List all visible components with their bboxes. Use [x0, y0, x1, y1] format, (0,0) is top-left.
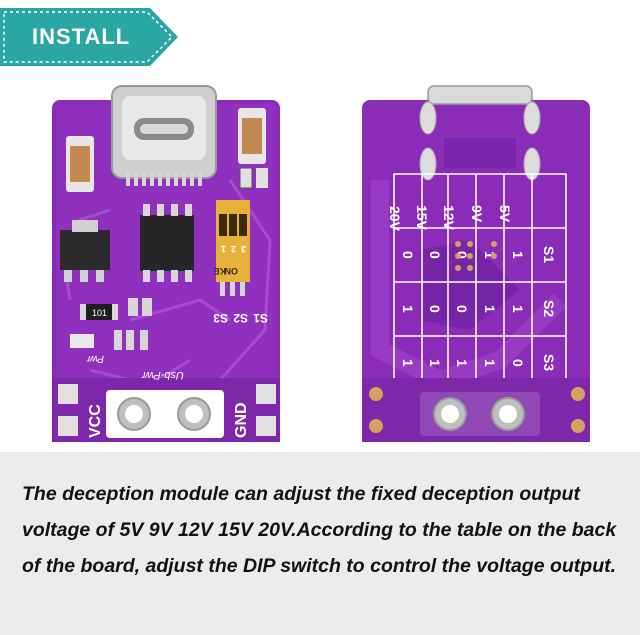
caption-panel: The deception module can adjust the fixe…	[0, 452, 640, 635]
voltage-header-0: 20V	[387, 206, 403, 232]
grid-cell: 0	[454, 251, 470, 259]
grid-row-name: S1	[541, 246, 557, 263]
dip-on-label: ON	[225, 266, 239, 276]
grid-cell: 0	[510, 359, 526, 367]
switch-label-s1: S1	[253, 311, 268, 325]
voltage-header-4: 5V	[497, 205, 513, 223]
grid-cell: 0	[400, 251, 416, 259]
dip-number-2: 2	[231, 244, 236, 254]
grid-cell: 1	[482, 305, 498, 313]
grid-cells: 0 0 0 1 1 1 0 0 1 1 1 1 1 1 0	[400, 251, 526, 367]
switch-label-s3: S3	[213, 311, 228, 325]
voltage-header-2: 12V	[441, 205, 457, 231]
grid-cell: 1	[427, 359, 443, 367]
pin-vcc-label: VCC	[87, 404, 104, 438]
grid-row-name: S2	[541, 300, 557, 317]
grid-cell: 1	[400, 305, 416, 313]
voltage-header-1: 15V	[414, 205, 430, 231]
product-photo: 1 2 3 ON KE S1 S2 S3 101 Pwr	[0, 8, 590, 442]
grid-row-name: S3	[541, 354, 557, 371]
resistor-code: 101	[92, 308, 107, 318]
grid-cell: 1	[510, 251, 526, 259]
grid-cell: 0	[427, 251, 443, 259]
pin-gnd-label: GND	[233, 402, 250, 438]
dip-brand-label: KE	[213, 266, 226, 276]
voltage-header-3: 9V	[469, 205, 485, 223]
grid-cell: 0	[454, 305, 470, 313]
pwr-label: Pwr	[86, 353, 104, 364]
grid-cell: 1	[400, 359, 416, 367]
usb-pwr-silk: Usb-Pwr	[140, 369, 184, 381]
grid-cell: 0	[427, 305, 443, 313]
dip-number-3: 3	[241, 244, 246, 254]
grid-cell: 1	[482, 251, 498, 259]
install-banner: INSTALL	[0, 8, 180, 66]
grid-cell: 1	[454, 359, 470, 367]
grid-cell: 1	[510, 305, 526, 313]
switch-label-s2: S2	[233, 311, 248, 325]
grid-cell: 1	[482, 359, 498, 367]
grid-headers: 20V 15V 12V 9V 5V	[387, 205, 513, 232]
install-banner-label: INSTALL	[32, 24, 131, 49]
dip-number-1: 1	[221, 244, 226, 254]
front-board: 1 2 3 ON KE S1 S2 S3 101 Pwr	[52, 85, 280, 442]
caption-text: The deception module can adjust the fixe…	[22, 483, 617, 577]
